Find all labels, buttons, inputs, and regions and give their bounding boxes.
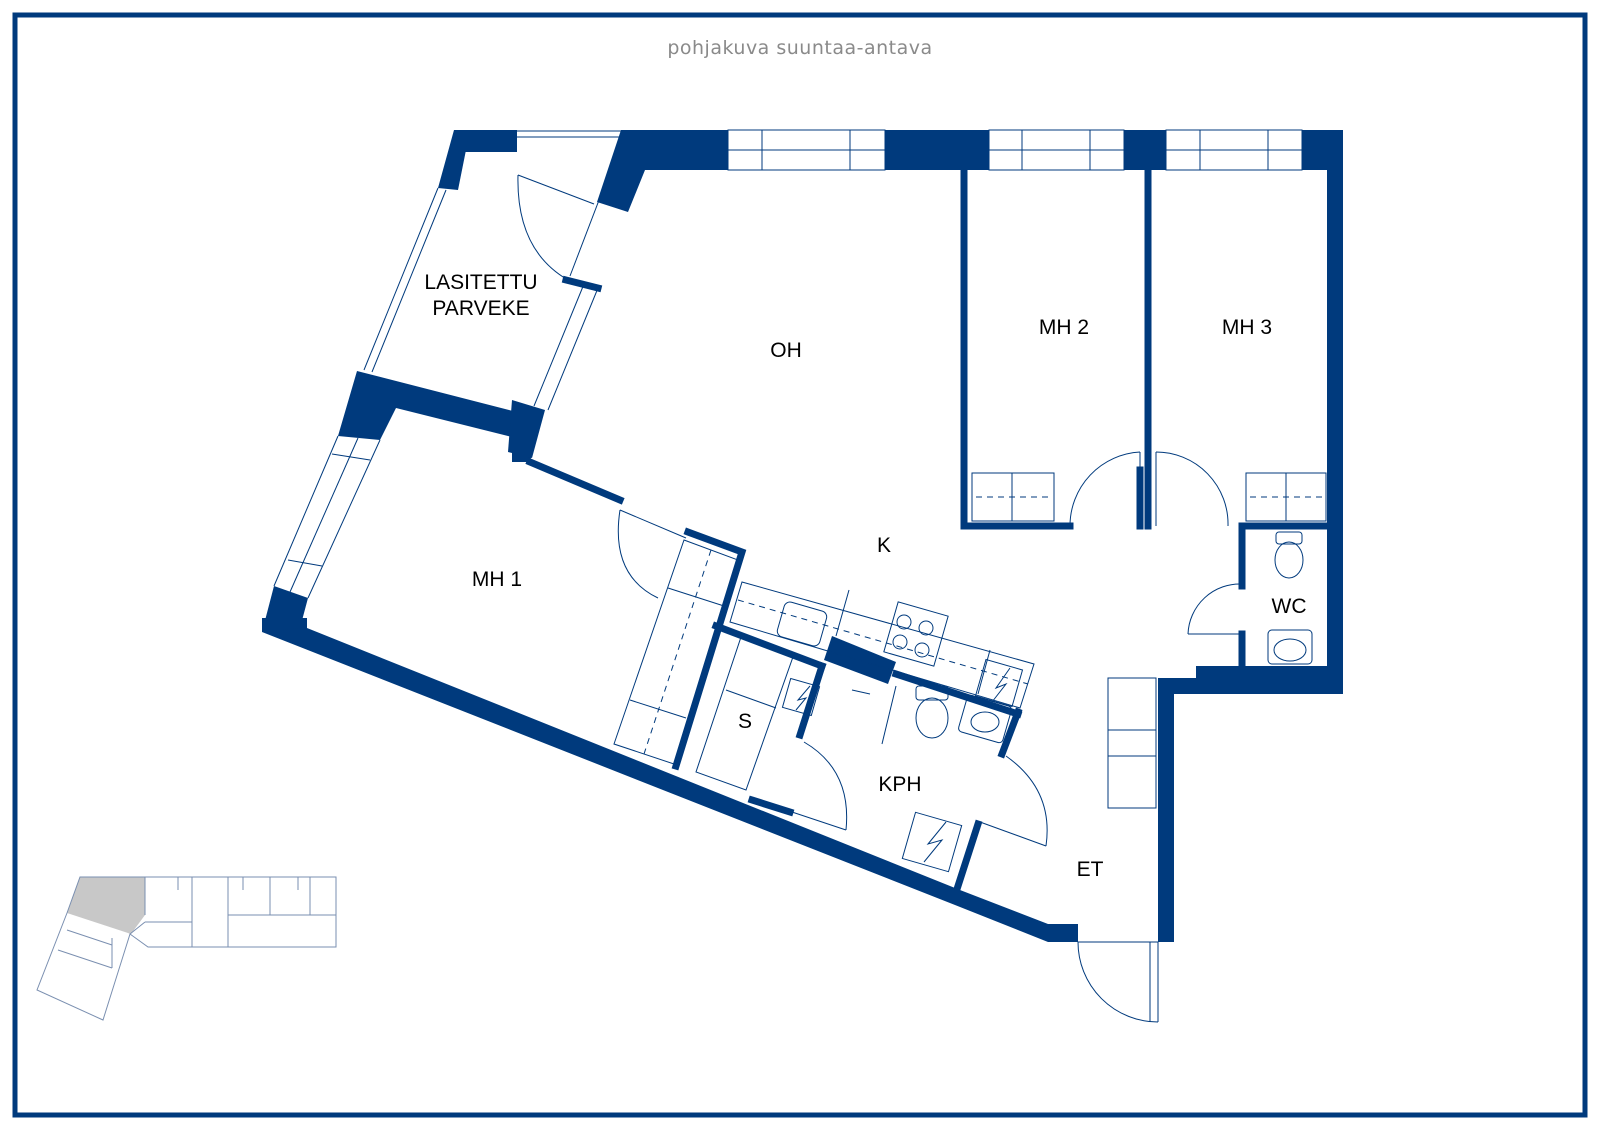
door-leaf <box>979 821 1047 847</box>
wall-block <box>1158 678 1174 942</box>
wall-block <box>1158 678 1200 694</box>
key-line <box>57 949 113 969</box>
room-label-oh: OH <box>770 339 802 362</box>
door-leaf <box>517 174 595 205</box>
toilet-icon <box>1274 531 1304 579</box>
wall <box>561 275 603 293</box>
building-key-plan <box>36 876 337 1021</box>
door-swing <box>1187 583 1243 635</box>
wall <box>891 669 1023 719</box>
shower-head <box>851 689 871 695</box>
kitchen-counter <box>835 589 850 637</box>
closet <box>971 472 1055 522</box>
balcony-glazing <box>547 287 599 411</box>
door-swing <box>1077 941 1159 1023</box>
shelf <box>725 689 777 709</box>
key-line <box>66 929 113 946</box>
walls <box>262 130 1343 942</box>
closet-rail <box>643 549 712 755</box>
room-label-k: K <box>877 534 891 557</box>
windows <box>273 129 1303 599</box>
wall-block <box>824 636 896 684</box>
room-label-balcony-line1: LASITETTU <box>424 271 537 294</box>
room-label-kph: KPH <box>878 773 921 796</box>
electric-panel-icon <box>781 677 821 717</box>
room-label-mh2: MH 2 <box>1039 316 1089 339</box>
wall <box>711 621 827 671</box>
door-swing <box>1005 755 1048 847</box>
doors <box>517 174 1243 1023</box>
window <box>273 435 339 587</box>
window <box>287 559 323 567</box>
balcony-glazing <box>533 283 585 407</box>
wall <box>960 166 1074 530</box>
wall <box>525 457 625 505</box>
room-label-et: ET <box>1077 858 1104 881</box>
wall-block <box>1327 130 1343 694</box>
page-frame <box>12 12 1588 1118</box>
wall-block <box>508 400 545 458</box>
shelf <box>695 633 795 791</box>
room-label-mh3: MH 3 <box>1222 316 1272 339</box>
shower-screen <box>881 685 897 745</box>
balcony-glazing <box>363 187 439 371</box>
sink-icon <box>958 694 1012 744</box>
wall-block <box>338 371 540 462</box>
apartment-highlight <box>67 877 145 934</box>
wall-block <box>438 130 470 190</box>
wall-block <box>885 130 989 170</box>
door-swing <box>517 174 569 281</box>
room-label-wc: WC <box>1272 595 1307 618</box>
room-label-mh1: MH 1 <box>472 568 522 591</box>
wall-block <box>597 130 728 212</box>
balcony-glazing <box>371 189 447 373</box>
stove-icon <box>883 601 949 667</box>
window <box>331 453 371 461</box>
closet <box>629 699 687 719</box>
room-label-s: S <box>738 710 752 733</box>
wall <box>953 819 983 891</box>
room-labels: LASITETTU PARVEKE OH K MH 1 MH 2 MH 3 WC… <box>424 271 1306 881</box>
kitchen-counter <box>729 581 1035 709</box>
sink-icon <box>1267 629 1313 665</box>
closet <box>1107 677 1157 809</box>
caption: pohjakuva suuntaa-antava <box>667 37 932 59</box>
closet <box>613 539 739 765</box>
wall-block <box>454 130 517 152</box>
interior-walls <box>525 166 1334 891</box>
door-swing <box>803 741 848 831</box>
balcony-glazing <box>569 139 623 277</box>
electric-panel-icon <box>901 811 963 873</box>
closet <box>667 587 725 607</box>
wall <box>747 795 795 817</box>
wall-block <box>1124 130 1166 170</box>
toilet-icon <box>915 685 949 739</box>
door-swing <box>617 509 659 599</box>
room-label-balcony-line2: PARVEKE <box>432 297 529 320</box>
window <box>307 439 381 599</box>
door-leaf <box>619 509 687 539</box>
wall-block <box>262 586 308 632</box>
wall <box>795 661 827 740</box>
door-swing <box>1069 451 1141 527</box>
wall-block <box>262 618 1078 942</box>
sink-icon <box>776 601 828 647</box>
wall <box>997 707 1023 759</box>
door-leaf <box>779 807 847 831</box>
wall-block <box>1196 666 1343 694</box>
door-swing <box>1155 451 1229 527</box>
fixtures <box>613 472 1327 873</box>
window <box>289 437 359 593</box>
kitchen-counter <box>977 649 991 695</box>
wall <box>671 527 747 771</box>
key-line <box>129 921 146 935</box>
